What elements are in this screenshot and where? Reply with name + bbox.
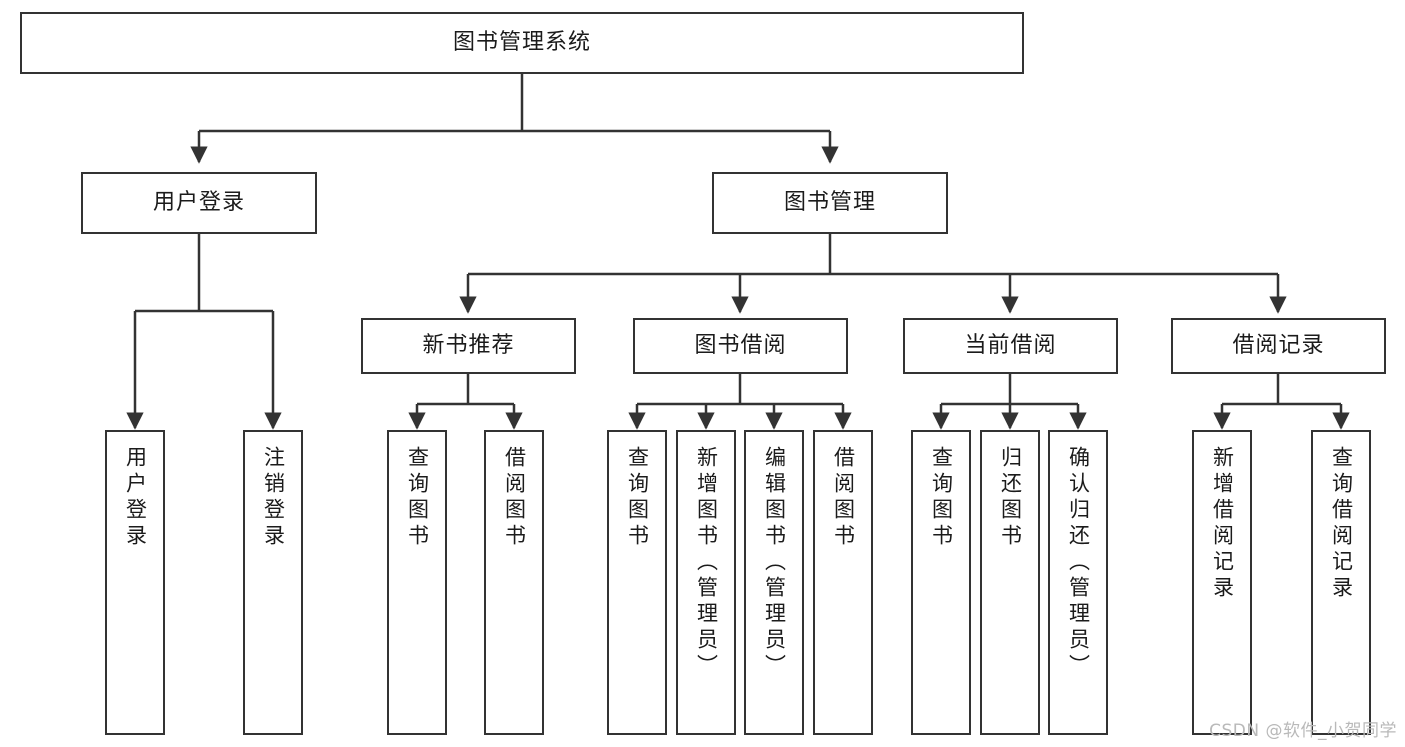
node-leaf-confirm-return-admin-label: 确认归还（管理员） [1066, 446, 1091, 680]
node-leaf-logout-label: 注销登录 [261, 446, 286, 550]
node-leaf-add-book-admin-label: 新增图书（管理员） [694, 446, 719, 680]
node-leaf-recommend-borrow-book[interactable]: 借阅图书 [484, 430, 544, 735]
node-leaf-add-book-admin[interactable]: 新增图书（管理员） [676, 430, 736, 735]
node-user-login[interactable]: 用户登录 [81, 172, 317, 234]
node-leaf-user-login[interactable]: 用户登录 [105, 430, 165, 735]
node-leaf-current-query-book[interactable]: 查询图书 [911, 430, 971, 735]
node-leaf-borrow-book-label: 借阅图书 [831, 446, 856, 550]
node-borrow-record-label: 借阅记录 [1232, 332, 1325, 358]
watermark: CSDN @软件_小贺同学 [1209, 721, 1397, 741]
node-leaf-query-borrow-record[interactable]: 查询借阅记录 [1311, 430, 1371, 735]
node-book-management[interactable]: 图书管理 [712, 172, 948, 234]
node-leaf-recommend-borrow-book-label: 借阅图书 [502, 446, 527, 550]
node-user-login-label: 用户登录 [152, 189, 245, 215]
node-leaf-add-borrow-record-label: 新增借阅记录 [1210, 446, 1235, 602]
node-leaf-return-book-label: 归还图书 [998, 446, 1023, 550]
node-current-borrow-label: 当前借阅 [964, 332, 1057, 358]
node-leaf-current-query-book-label: 查询图书 [929, 446, 954, 550]
node-book-borrow[interactable]: 图书借阅 [633, 318, 848, 374]
node-root-label: 图书管理系统 [452, 29, 591, 55]
node-leaf-borrow-query-book-label: 查询图书 [625, 446, 650, 550]
node-borrow-record[interactable]: 借阅记录 [1171, 318, 1386, 374]
node-leaf-edit-book-admin-label: 编辑图书（管理员） [762, 446, 787, 680]
node-root[interactable]: 图书管理系统 [20, 12, 1024, 74]
node-book-management-label: 图书管理 [783, 189, 876, 215]
node-leaf-edit-book-admin[interactable]: 编辑图书（管理员） [744, 430, 804, 735]
node-book-borrow-label: 图书借阅 [694, 332, 787, 358]
node-leaf-recommend-query-book-label: 查询图书 [405, 446, 430, 550]
node-leaf-confirm-return-admin[interactable]: 确认归还（管理员） [1048, 430, 1108, 735]
node-current-borrow[interactable]: 当前借阅 [903, 318, 1118, 374]
node-leaf-borrow-query-book[interactable]: 查询图书 [607, 430, 667, 735]
node-new-book-recommend[interactable]: 新书推荐 [361, 318, 576, 374]
node-leaf-borrow-book[interactable]: 借阅图书 [813, 430, 873, 735]
node-new-book-recommend-label: 新书推荐 [422, 332, 515, 358]
node-leaf-recommend-query-book[interactable]: 查询图书 [387, 430, 447, 735]
node-leaf-return-book[interactable]: 归还图书 [980, 430, 1040, 735]
node-leaf-logout[interactable]: 注销登录 [243, 430, 303, 735]
node-leaf-user-login-label: 用户登录 [123, 446, 148, 550]
node-leaf-add-borrow-record[interactable]: 新增借阅记录 [1192, 430, 1252, 735]
node-leaf-query-borrow-record-label: 查询借阅记录 [1329, 446, 1354, 602]
